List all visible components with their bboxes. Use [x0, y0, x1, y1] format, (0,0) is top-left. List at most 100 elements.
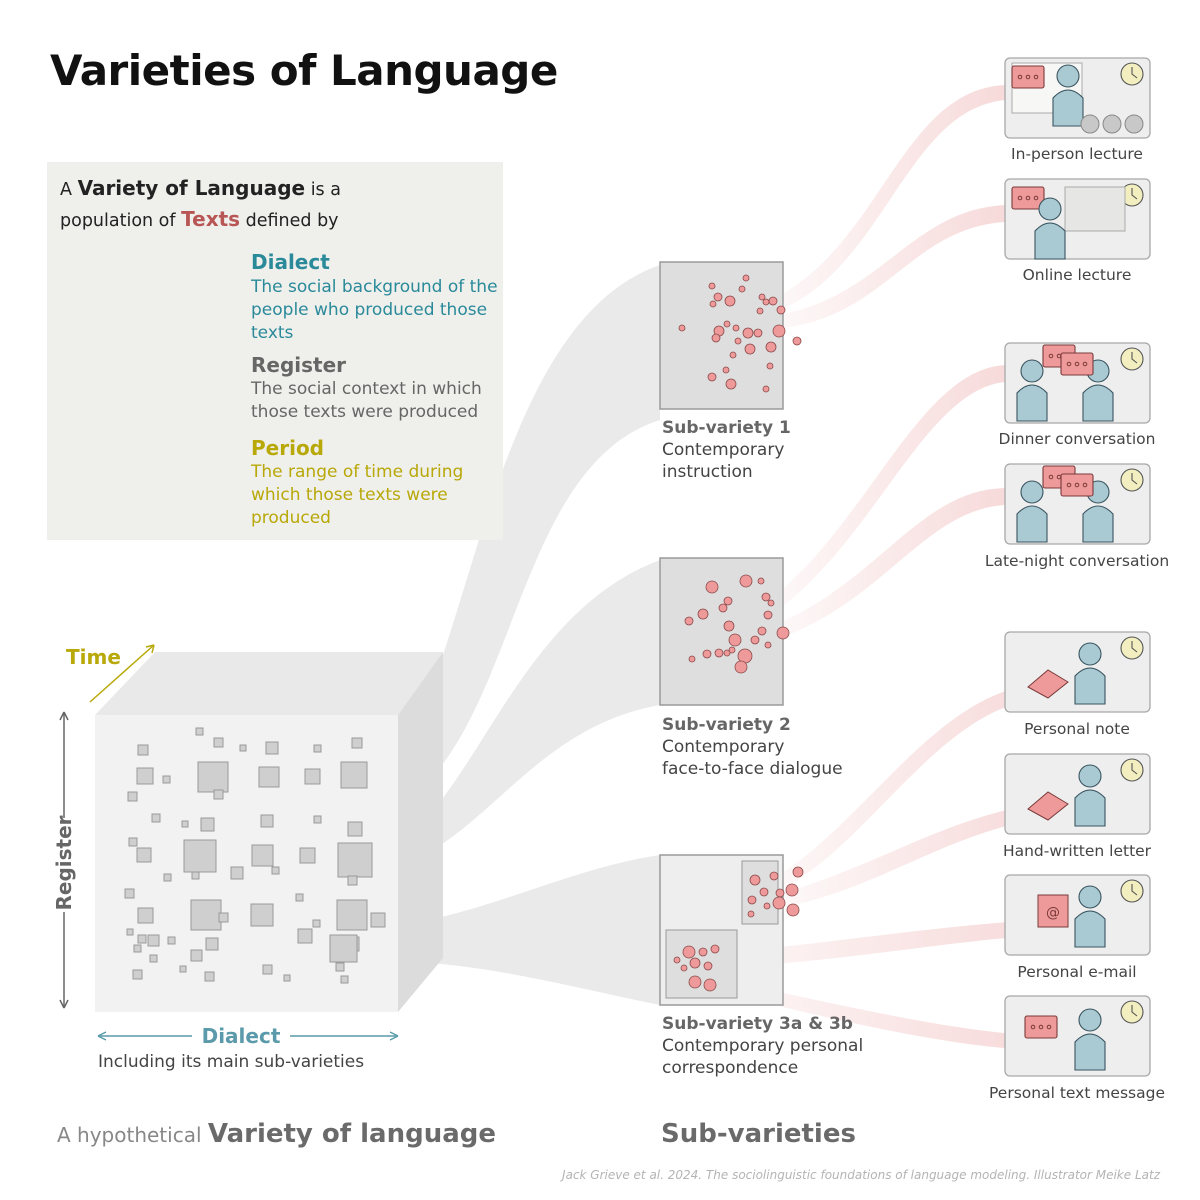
text-dot: [757, 577, 765, 585]
text-dot: [756, 307, 764, 315]
period-title: Period: [251, 436, 324, 460]
scenario-label-late-night-conversation: Late-night conversation: [984, 552, 1170, 570]
text-dot: [758, 293, 766, 301]
in-person-lecture-icon: [1004, 57, 1151, 139]
bottom-left-title: Variety of language: [207, 1119, 497, 1149]
cube-square: [181, 820, 189, 828]
text-dot: [680, 964, 688, 972]
text-dot: [707, 372, 717, 382]
text-dot: [747, 910, 755, 918]
text-dot: [723, 596, 733, 606]
sub-variety-3-label: Sub-variety 3a & 3b Contemporary persona…: [662, 1013, 863, 1079]
cube-square: [312, 919, 321, 928]
cube-square: [295, 893, 304, 902]
sub-variety-panels: [659, 261, 804, 1006]
text-dot: [763, 902, 771, 910]
text-dot: [703, 961, 713, 971]
scenario-tiles: @: [1004, 57, 1151, 1077]
pink-ribbon-6: [775, 805, 1034, 908]
audience-icon: [1102, 114, 1122, 134]
text-dot: [718, 603, 728, 613]
cube-square: [127, 791, 138, 802]
definition-box: [47, 162, 503, 540]
paper-icon: [1027, 669, 1069, 699]
sub-variety-2-desc-2: face-to-face dialogue: [662, 759, 843, 779]
text-dot: [734, 660, 748, 674]
variety-cube: [95, 652, 443, 1012]
cube-square: [200, 817, 215, 832]
page-title: Varieties of Language: [50, 46, 558, 95]
cube-square: [218, 912, 229, 923]
speech-bubble-icon: [1024, 1015, 1058, 1039]
cube-square: [260, 814, 274, 828]
text-dots: [673, 274, 804, 992]
text-dot: [723, 620, 735, 632]
text-dot: [772, 896, 786, 910]
text-dot: [765, 341, 777, 353]
cube-square: [124, 888, 135, 899]
paper-icon: [1027, 791, 1069, 821]
text-dot: [763, 610, 773, 620]
sub-variety-1-desc-1: Contemporary: [662, 440, 785, 460]
text-dot: [775, 888, 785, 898]
text-dot: [747, 895, 757, 905]
person-icon: [1038, 197, 1062, 221]
text-dot: [684, 616, 694, 626]
text-dot: [769, 871, 779, 881]
text-dot: [767, 599, 775, 607]
pink-ribbon-2: [775, 205, 1005, 328]
sub-variety-2-desc-1: Contemporary: [662, 737, 785, 757]
text-dot: [709, 300, 717, 308]
cube-square: [283, 974, 291, 982]
cube-square: [126, 928, 134, 936]
cube-square: [250, 903, 274, 927]
sub-variety-3-desc-1: Contemporary personal: [662, 1036, 864, 1056]
cube-square: [313, 815, 322, 824]
text-dot: [753, 328, 763, 338]
person-icon: [1020, 359, 1044, 383]
scenario-label-hand-written-letter: Hand-written letter: [1002, 842, 1152, 860]
dialect-caption: Including its main sub-varieties: [98, 1052, 365, 1072]
text-dot: [698, 947, 708, 957]
text-dot: [759, 887, 769, 897]
definition-defined-by: defined by: [245, 211, 339, 231]
text-dot: [713, 292, 723, 302]
definition-population-of: population of: [60, 211, 176, 231]
cube-squares: [124, 727, 386, 984]
definition-a: A: [60, 180, 72, 200]
cube-square: [167, 936, 176, 945]
definition-variety-term: Variety of Language: [77, 176, 306, 200]
text-dot: [744, 343, 756, 355]
sub-variety-1-label: Sub-variety 1 Contemporary instruction: [662, 417, 791, 483]
online-lecture-icon: [1004, 178, 1151, 260]
sub-variety-2-title: Sub-variety 2: [662, 715, 791, 735]
cube-square: [137, 744, 149, 756]
cube-square: [147, 934, 160, 947]
cube-top-face: [95, 652, 443, 715]
text-dot: [723, 320, 731, 328]
cube-square: [258, 766, 280, 788]
cube-square: [239, 744, 247, 752]
text-dot: [728, 633, 742, 647]
text-dot: [724, 295, 736, 307]
text-dot: [723, 649, 731, 657]
scenario-label-personal-text-message: Personal text message: [989, 1084, 1165, 1102]
cube-square: [197, 761, 229, 793]
register-description: The social context in which those texts …: [251, 379, 482, 422]
time-axis-arrow: [89, 644, 155, 703]
cube-square: [151, 813, 161, 823]
text-dot: [697, 608, 709, 620]
text-dot: [757, 626, 767, 636]
audience-icon: [1124, 114, 1144, 134]
text-dot: [739, 574, 753, 588]
bottom-left-prefix: A hypothetical: [57, 1123, 202, 1147]
text-dot: [749, 874, 761, 886]
cube-square: [304, 768, 321, 785]
time-axis-label: Time: [66, 645, 121, 669]
text-dot: [792, 336, 802, 346]
cube-square: [370, 912, 386, 928]
sub-variety-3-title: Sub-variety 3a & 3b: [662, 1014, 853, 1034]
pink-ribbon-3: [770, 365, 1005, 612]
cube-square: [133, 944, 142, 953]
ribbon-to-sub-variety-1: [355, 265, 660, 820]
